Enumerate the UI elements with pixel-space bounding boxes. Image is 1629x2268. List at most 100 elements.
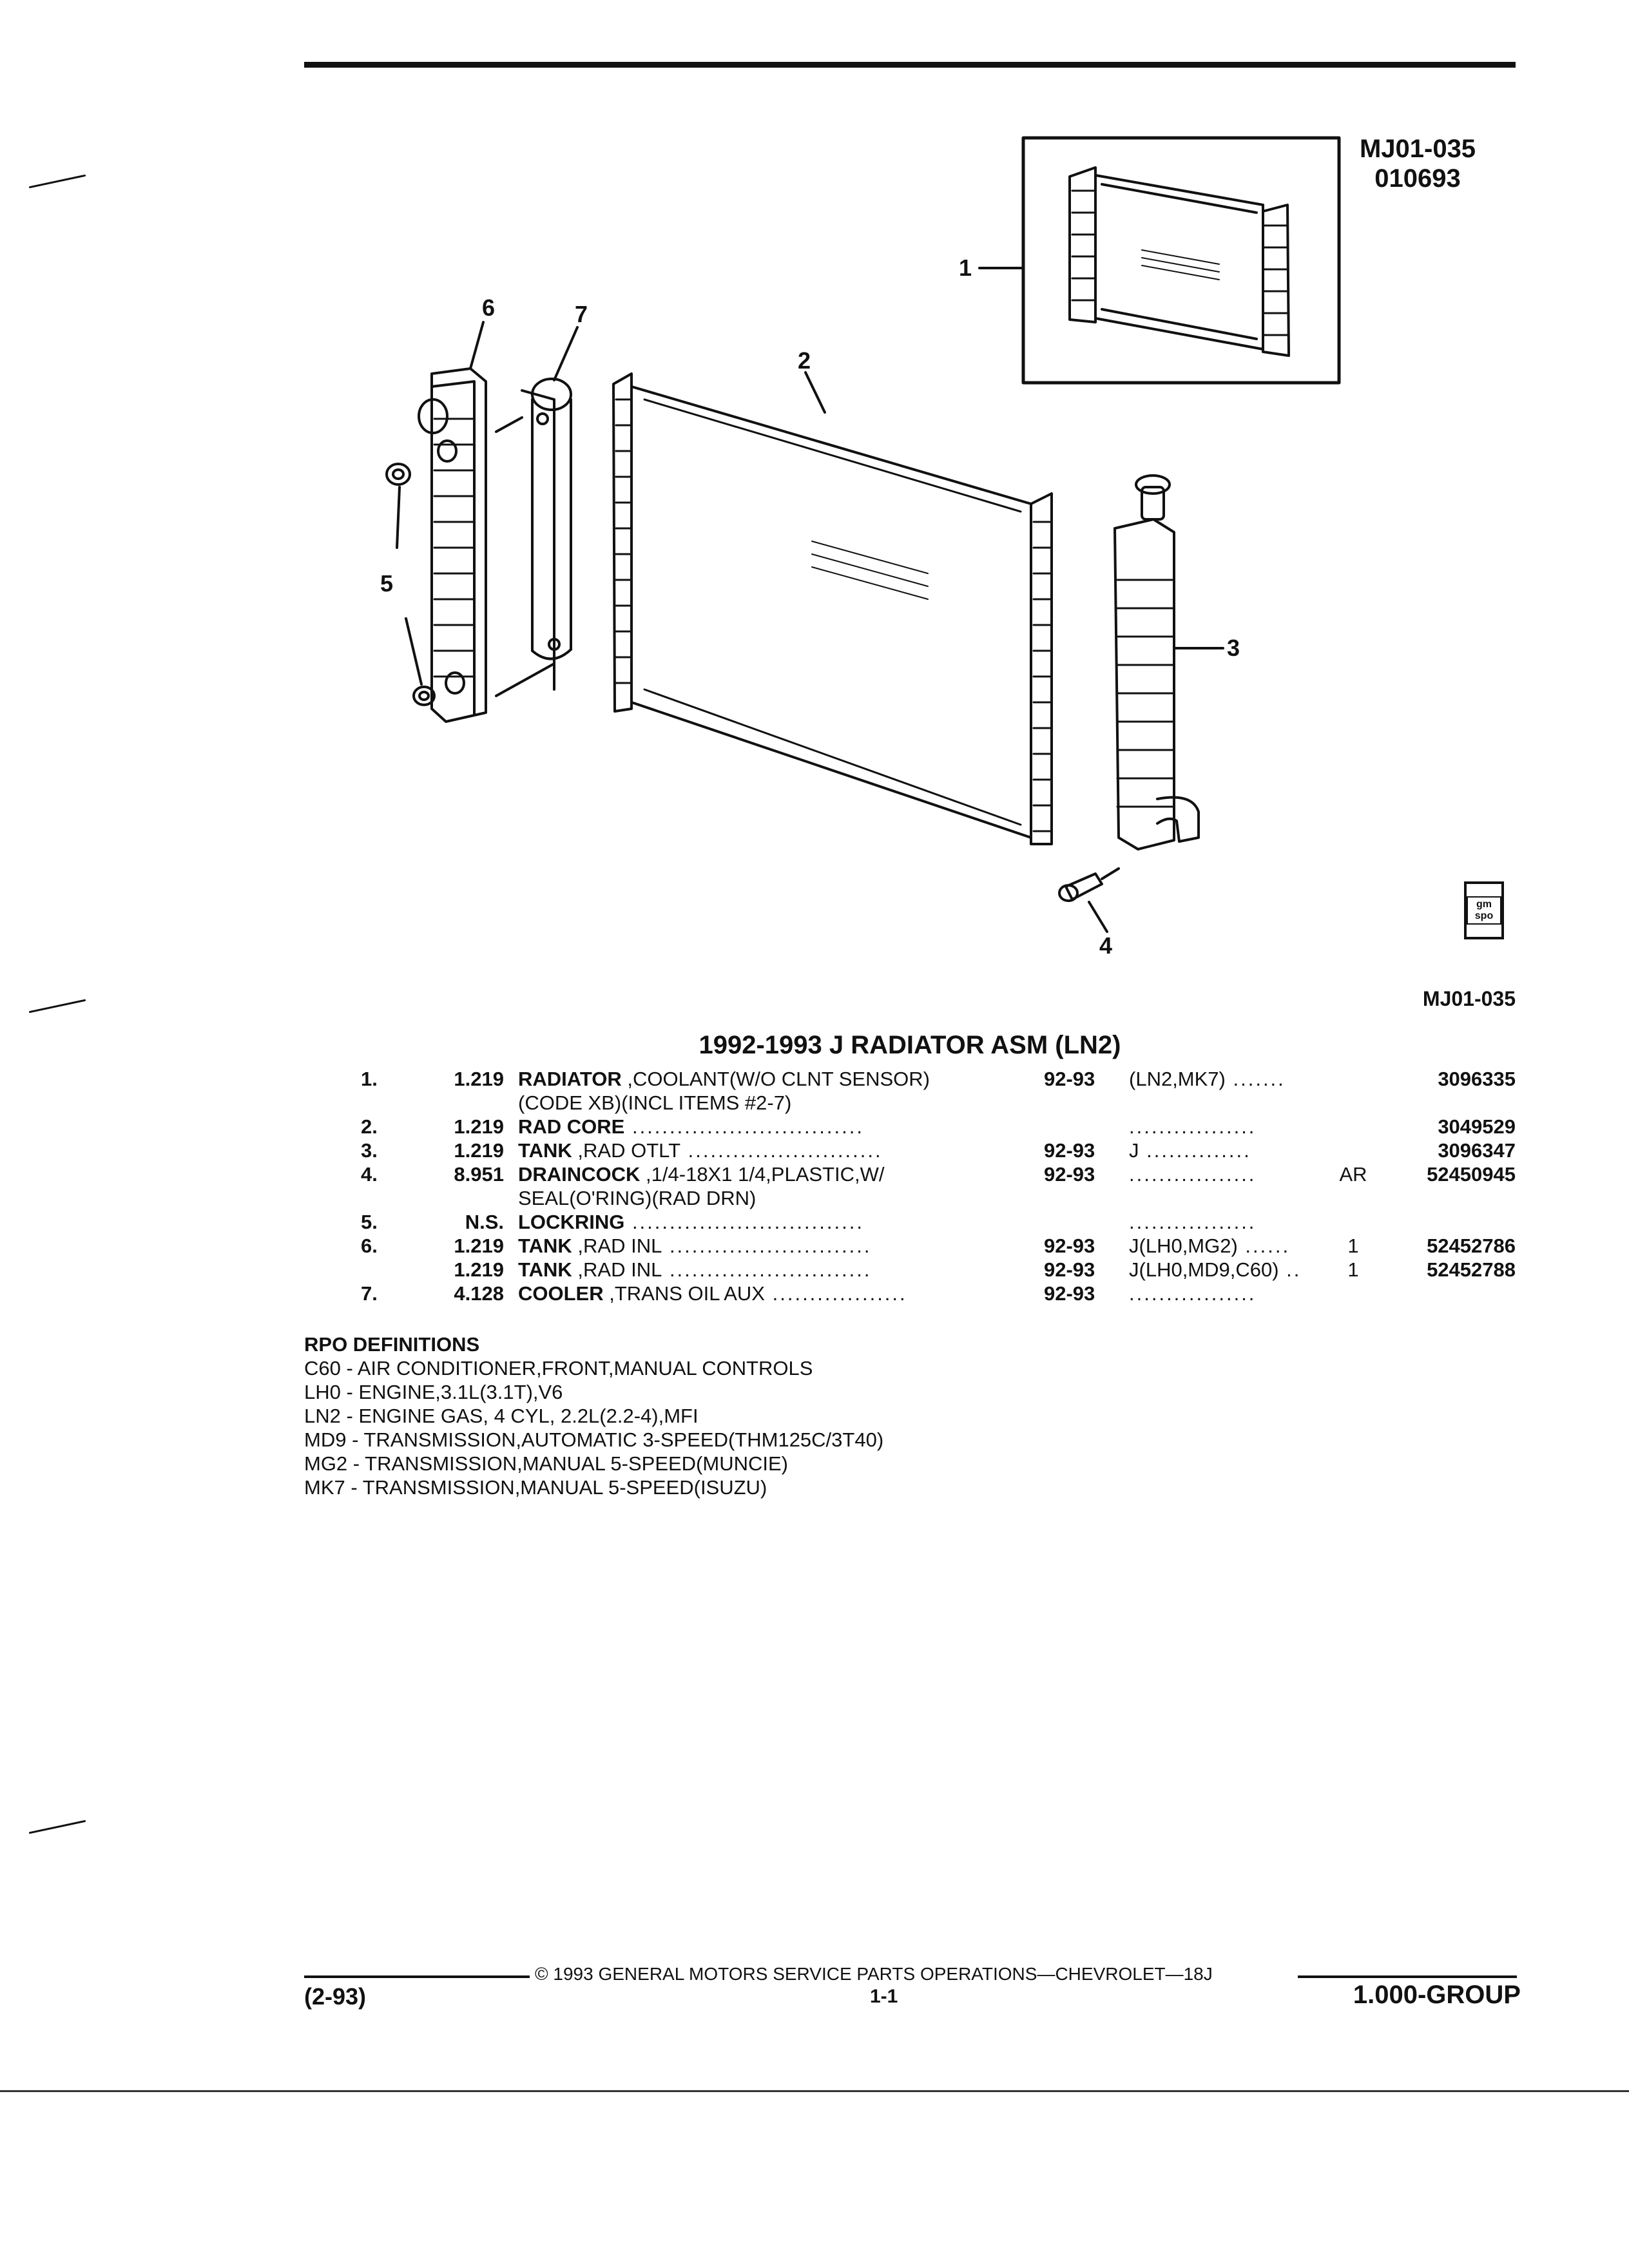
callout-6: 6: [482, 294, 495, 321]
part-number: 3049529: [1438, 1115, 1516, 1138]
usage-text: J(LH0,MD9,C60): [1129, 1258, 1279, 1281]
footer-page-number: 1-1: [870, 1986, 898, 2007]
usage-text: J(LH0,MG2): [1129, 1235, 1238, 1257]
rpo-item: MK7 - TRANSMISSION,MANUAL 5-SPEED(ISUZU): [304, 1476, 767, 1499]
part-name: TANK: [518, 1139, 572, 1162]
illustration-number: 1.219: [454, 1115, 504, 1138]
leader-6: [469, 321, 485, 370]
part-detail: ,RAD INL: [572, 1235, 662, 1257]
part-name: TANK: [518, 1235, 572, 1257]
leader-dots: ...............................: [624, 1211, 864, 1233]
reference-block: MJ01-035 010693: [1327, 134, 1508, 193]
rpo-item: LN2 - ENGINE GAS, 4 CYL, 2.2L(2.2-4),MFI: [304, 1405, 699, 1427]
item-number: 6.: [361, 1235, 378, 1257]
callout-3: 3: [1227, 635, 1240, 661]
usage-dots: .......: [1225, 1068, 1286, 1090]
reference-date: 010693: [1374, 164, 1461, 193]
usage-codes: J(LH0,MD9,C60) ..: [1129, 1258, 1329, 1282]
illustration-number: 8.951: [454, 1163, 504, 1186]
usage-codes: (LN2,MK7) .......: [1129, 1067, 1329, 1091]
part-name: COOLER: [518, 1282, 604, 1305]
leader-5: [396, 486, 423, 686]
item-number: 4.: [361, 1163, 378, 1186]
part-name: LOCKRING: [518, 1211, 625, 1233]
model-years: 92-93: [1044, 1282, 1095, 1305]
draincock: [1058, 867, 1120, 902]
usage-dots: .................: [1129, 1211, 1257, 1233]
quantity: 1: [1347, 1258, 1359, 1281]
part-detail: ,COOLANT(W/O CLNT SENSOR): [621, 1068, 930, 1090]
page-title: 1992-1993 J RADIATOR ASM (LN2): [699, 1031, 1121, 1059]
parts-row: 1.219 TANK ,RAD INL .....................…: [361, 1258, 1521, 1282]
illustration-number: 1.219: [454, 1235, 504, 1257]
rpo-item: MD9 - TRANSMISSION,AUTOMATIC 3-SPEED(THM…: [304, 1428, 884, 1451]
rpo-item: MG2 - TRANSMISSION,MANUAL 5-SPEED(MUNCIE…: [304, 1452, 788, 1475]
callout-4: 4: [1099, 932, 1112, 954]
callout-2: 2: [798, 347, 811, 374]
callout-5: 5: [380, 570, 393, 597]
usage-codes: .................: [1129, 1115, 1329, 1139]
footer-rule-right: [1298, 1975, 1517, 1978]
model-years: 92-93: [1044, 1235, 1095, 1257]
parts-row: 7. 4.128 COOLER ,TRANS OIL AUX ...........…: [361, 1282, 1521, 1305]
quantity: AR: [1339, 1163, 1367, 1186]
leader-dots: ..........................: [680, 1139, 883, 1162]
parts-row: 4. 8.951 DRAINCOCK ,1/4-18X1 1/4,PLASTIC,W…: [361, 1162, 1521, 1210]
usage-dots: ..............: [1139, 1139, 1251, 1162]
inlet-tank: [418, 367, 487, 723]
scan-edge: [0, 2090, 1629, 2092]
rpo-item: LH0 - ENGINE,3.1L(3.1T),V6: [304, 1381, 563, 1403]
part-number: 52450945: [1427, 1163, 1516, 1186]
part-detail: ,1/4-18X1 1/4,PLASTIC,W/: [640, 1163, 885, 1186]
usage-dots: ......: [1237, 1235, 1291, 1257]
usage-dots: ..: [1278, 1258, 1302, 1281]
outlet-tank: [1113, 474, 1200, 850]
usage-dots: .................: [1129, 1115, 1257, 1138]
part-description: LOCKRING ...............................: [518, 1210, 982, 1234]
footer-copyright: © 1993 GENERAL MOTORS SERVICE PARTS OPER…: [535, 1964, 1213, 1984]
rpo-definitions: RPO DEFINITIONS C60 - AIR CONDITIONER,FR…: [304, 1332, 883, 1499]
model-years: 92-93: [1044, 1163, 1095, 1186]
usage-dots: .................: [1129, 1282, 1257, 1305]
part-number: 3096347: [1438, 1139, 1516, 1162]
part-description-line2: SEAL(O'RING)(RAD DRN): [518, 1187, 757, 1209]
part-detail: ,RAD INL: [572, 1258, 662, 1281]
part-description: TANK ,RAD INL ..........................…: [518, 1234, 982, 1258]
part-name: DRAINCOCK: [518, 1163, 641, 1186]
part-description: DRAINCOCK ,1/4-18X1 1/4,PLASTIC,W/: [518, 1162, 982, 1186]
parts-row: 5.N.S.LOCKRING .........................…: [361, 1210, 1521, 1234]
top-rule: [304, 62, 1516, 68]
illustration-number: 1.219: [454, 1258, 504, 1281]
gm-spo-badge-text: gm spo: [1467, 896, 1501, 925]
illustration-number: 4.128: [454, 1282, 504, 1305]
part-number: 3096335: [1438, 1068, 1516, 1090]
part-detail: ,TRANS OIL AUX: [603, 1282, 765, 1305]
footer-group: 1.000-GROUP: [1353, 1981, 1521, 2009]
figure-code: MJ01-035: [1422, 987, 1516, 1010]
item-number: 1.: [361, 1068, 378, 1090]
callout-1: 1: [959, 255, 972, 281]
model-years: 92-93: [1044, 1139, 1095, 1162]
leader-4: [1088, 901, 1108, 933]
radiator-core: [612, 372, 1053, 845]
part-name: RAD CORE: [518, 1115, 625, 1138]
part-description: RADIATOR ,COOLANT(W/O CLNT SENSOR): [518, 1067, 982, 1091]
item-number: 7.: [361, 1282, 378, 1305]
part-description-line2: (CODE XB)(INCL ITEMS #2-7): [518, 1091, 792, 1114]
item-number: 2.: [361, 1115, 378, 1138]
part-description: TANK ,RAD OTLT .........................…: [518, 1139, 982, 1162]
footer-rule-left: [304, 1975, 530, 1978]
quantity: 1: [1347, 1235, 1359, 1257]
radiator-exploded-diagram: 1 2 3 4 5 6 7: [380, 136, 1341, 954]
callout-7: 7: [575, 301, 588, 327]
item-number: 3.: [361, 1139, 378, 1162]
item-number: 5.: [361, 1211, 378, 1233]
leader-dots: ...........................: [662, 1258, 872, 1281]
reference-code: MJ01-035: [1359, 135, 1476, 163]
usage-codes: J ..............: [1129, 1139, 1329, 1162]
usage-codes: J(LH0,MG2) ......: [1129, 1234, 1329, 1258]
part-description: TANK ,RAD INL ..........................…: [518, 1258, 982, 1282]
usage-dots: .................: [1129, 1163, 1257, 1186]
